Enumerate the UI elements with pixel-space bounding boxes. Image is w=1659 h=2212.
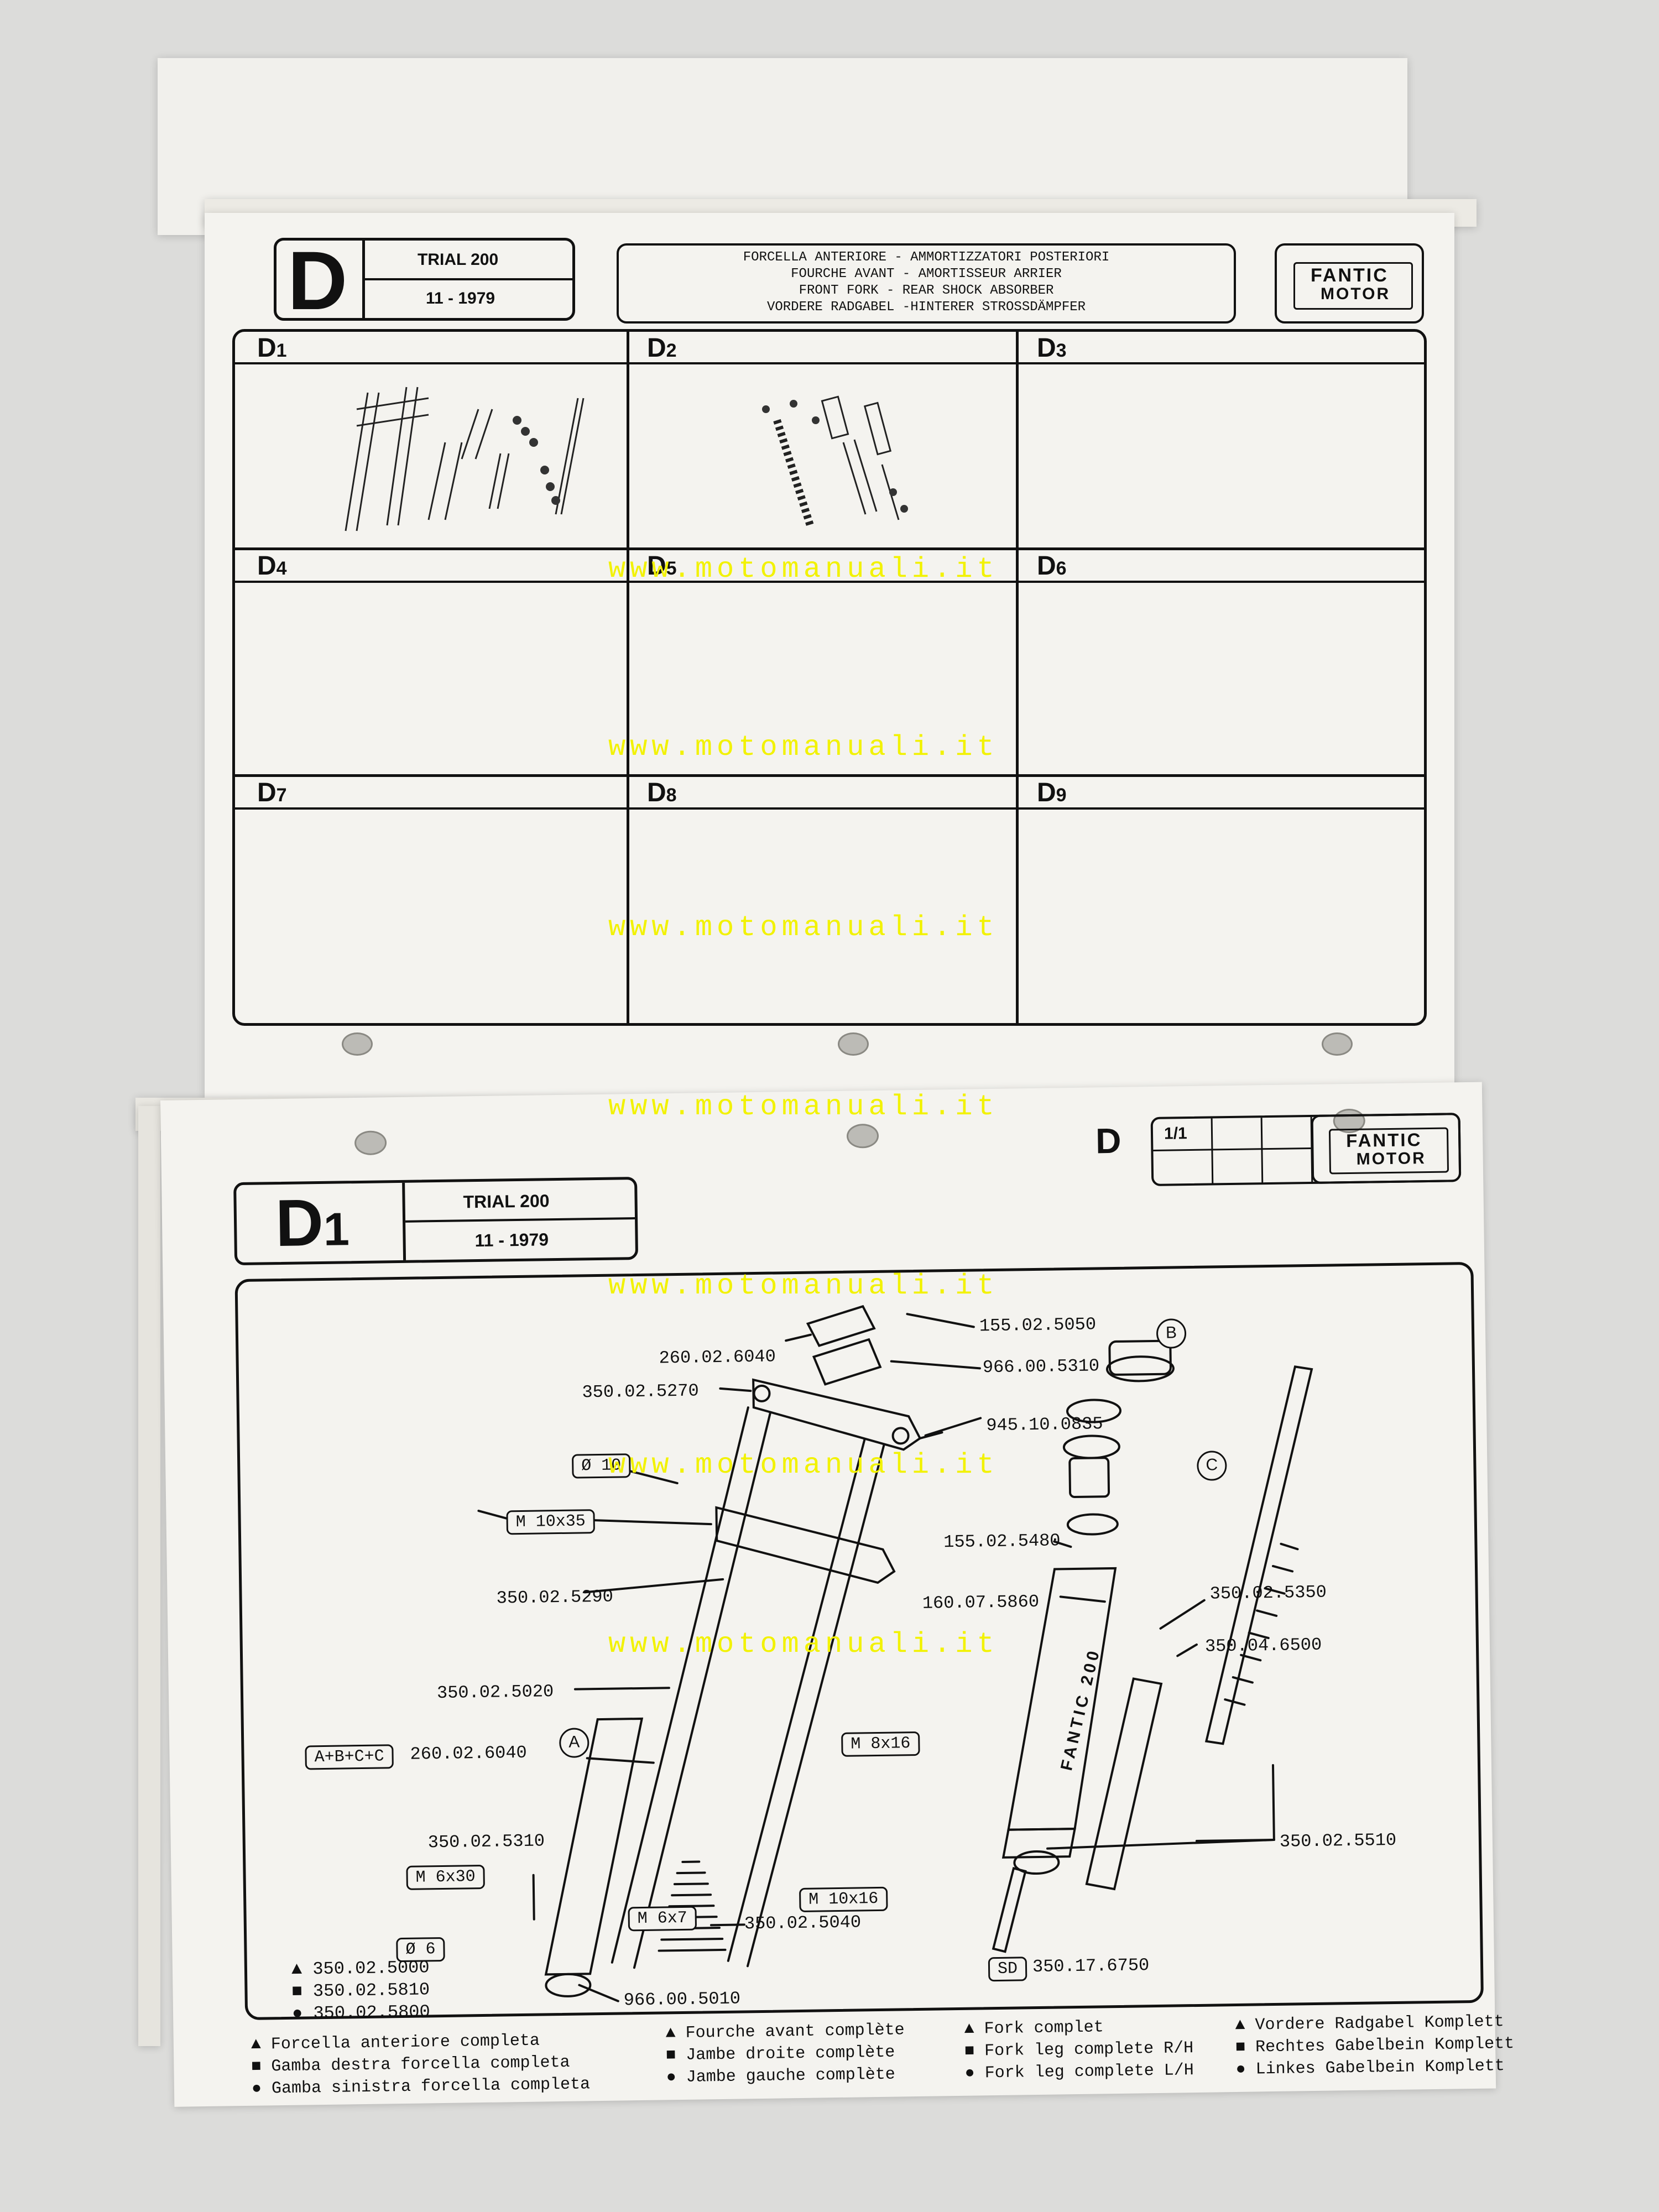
kit-item: ● 350.02.5800	[291, 2001, 430, 2024]
exploded-fork-diagram	[477, 1305, 1313, 2002]
dimension-tag: M 8x16	[841, 1731, 920, 1757]
cell-label-d8[interactable]: D8	[647, 778, 677, 807]
table-number: D1	[275, 1185, 350, 1261]
grid-line	[235, 807, 1424, 810]
divider	[1260, 1118, 1264, 1183]
grid-line	[235, 362, 1424, 364]
part-ref: 350.04.6500	[1204, 1634, 1322, 1657]
divider	[1153, 1147, 1311, 1151]
dimension-tag: A+B+C+C	[305, 1744, 394, 1770]
part-ref: 350.02.5020	[436, 1681, 554, 1704]
cell-label-d1[interactable]: D1	[257, 333, 287, 363]
section-letter: D	[1095, 1120, 1121, 1161]
section-letter: D	[288, 234, 348, 327]
logo-line-1: FANTIC	[1345, 1129, 1422, 1151]
cell-label-d5[interactable]: D5	[647, 551, 677, 581]
part-ref: 350.02.5290	[496, 1586, 614, 1609]
part-ref: 350.02.5040	[744, 1912, 862, 1934]
fantic-logo: FANTIC MOTOR	[1328, 1127, 1449, 1175]
watermark: www.motomanuali.it	[608, 1449, 999, 1481]
stack-edge	[138, 1106, 160, 2046]
title-en: FRONT FORK - REAR SHOCK ABSORBER	[799, 283, 1054, 298]
grid-line	[235, 547, 1424, 550]
grid-line	[627, 332, 629, 1023]
divider	[365, 278, 575, 280]
grid-line	[235, 581, 1424, 583]
logo-box: FANTIC MOTOR	[1311, 1113, 1462, 1184]
logo-line-2: MOTOR	[1321, 285, 1391, 303]
cell-label-d9[interactable]: D9	[1037, 778, 1067, 807]
punch-hole	[342, 1032, 373, 1056]
dimension-tag: M 6x7	[628, 1906, 697, 1932]
date: 11 - 1979	[474, 1229, 549, 1251]
tables-grid: D1 D2 D3 D4 D5 D6 D7 D8 D9	[232, 329, 1427, 1026]
punch-hole	[1322, 1032, 1353, 1056]
title-box: FORCELLA ANTERIORE - AMMORTIZZATORI POST…	[617, 243, 1236, 324]
part-ref: 945.10.0835	[986, 1413, 1103, 1436]
d1-thumbnail-drawing	[345, 387, 585, 531]
model-name: TRIAL 200	[418, 251, 499, 269]
watermark: www.motomanuali.it	[608, 1270, 999, 1302]
punch-hole	[846, 1123, 879, 1149]
date: 11 - 1979	[426, 289, 495, 307]
watermark: www.motomanuali.it	[608, 1091, 999, 1123]
divider	[405, 1217, 635, 1223]
legend-it: ▲ Forcella anteriore completa ■ Gamba de…	[251, 2031, 591, 2099]
legend-en: ▲ Fork complet ■ Fork leg complete R/H ●…	[964, 2018, 1194, 2083]
logo-box: FANTIC MOTOR	[1275, 243, 1424, 324]
header-model-box: D1 TRIAL 200 11 - 1979	[233, 1176, 639, 1266]
header-model-box: D TRIAL 200 11 - 1979	[274, 236, 575, 325]
part-ref: 160.07.5860	[922, 1591, 1040, 1614]
watermark: www.motomanuali.it	[608, 731, 999, 764]
cell-label-d7[interactable]: D7	[257, 778, 287, 807]
punch-hole	[354, 1130, 387, 1156]
kit-list: ▲ 350.02.5000 ■ 350.02.5810 ● 350.02.580…	[291, 1957, 430, 2025]
top-sheet: D TRIAL 200 11 - 1979 FORCELLA ANTERIORE…	[205, 213, 1454, 1098]
watermark: www.motomanuali.it	[608, 1628, 999, 1661]
dimension-tag: M 10x16	[799, 1886, 888, 1913]
part-ref: 260.02.6040	[410, 1742, 528, 1765]
title-fr: FOURCHE AVANT - AMORTISSEUR ARRIER	[791, 267, 1062, 281]
part-ref: 155.02.5050	[979, 1314, 1097, 1337]
fantic-logo: FANTIC MOTOR	[1293, 262, 1413, 310]
cell-label-d4[interactable]: D4	[257, 551, 287, 581]
part-ref: 350.02.5310	[427, 1830, 545, 1853]
watermark: www.motomanuali.it	[608, 553, 999, 586]
grid-line	[235, 774, 1424, 777]
part-ref: 155.02.5480	[943, 1530, 1061, 1553]
dimension-tag: M 6x30	[406, 1864, 485, 1890]
punch-hole	[838, 1032, 869, 1056]
legend-fr: ▲ Fourche avant complète ■ Jambe droite …	[665, 2021, 905, 2088]
part-ref: 966.00.5310	[982, 1355, 1100, 1378]
part-ref: 350.02.5350	[1209, 1582, 1327, 1604]
kit-item: ▲ 350.02.5000	[291, 1957, 430, 1980]
part-ref: 350.17.6750	[1032, 1955, 1150, 1978]
part-ref: 350.02.5270	[582, 1380, 699, 1403]
divider	[1211, 1118, 1214, 1184]
cell-label-d2[interactable]: D2	[647, 333, 677, 363]
part-ref: 966.00.5010	[623, 1988, 741, 2011]
grid-line	[1016, 332, 1019, 1023]
diagram-frame: 155.02.5050 260.02.6040 966.00.5310 350.…	[234, 1261, 1484, 2024]
part-ref: 350.02.5510	[1279, 1829, 1397, 1852]
dimension-tag: SD	[988, 1957, 1027, 1982]
bottom-sheet: D1 TRIAL 200 11 - 1979 D 1/1 FANTIC MOTO…	[160, 1082, 1514, 2107]
dimension-tag: M 10x35	[506, 1509, 596, 1535]
kit-item: ■ 350.02.5810	[291, 1979, 430, 2002]
d2-thumbnail-drawing	[762, 395, 908, 527]
legend-de: ▲ Vordere Radgabel Komplett ■ Rechtes Ga…	[1235, 2012, 1515, 2080]
logo-line-1: FANTIC	[1311, 265, 1389, 286]
watermark: www.motomanuali.it	[608, 911, 999, 944]
part-ref: 260.02.6040	[659, 1346, 776, 1369]
cell-label-d6[interactable]: D6	[1037, 551, 1067, 581]
divider	[362, 241, 365, 318]
title-de: VORDERE RADGABEL -HINTERER STROSSDÄMPFER	[766, 300, 1086, 315]
model-name: TRIAL 200	[463, 1191, 550, 1212]
logo-line-2: MOTOR	[1356, 1149, 1427, 1168]
cell-label-d3[interactable]: D3	[1037, 333, 1067, 363]
page-number: 1/1	[1164, 1124, 1187, 1143]
title-it: FORCELLA ANTERIORE - AMMORTIZZATORI POST…	[743, 250, 1110, 265]
